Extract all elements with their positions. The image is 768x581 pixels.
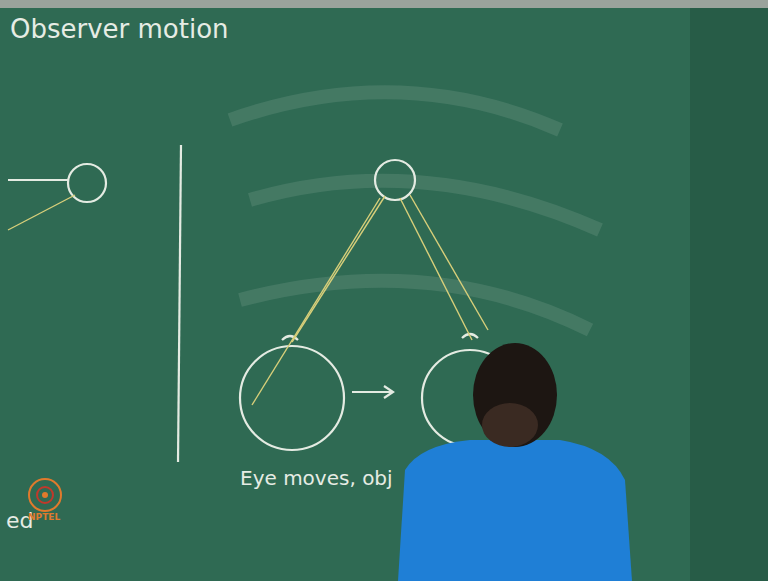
lecturer	[398, 343, 632, 581]
watermark: NPTEL	[28, 512, 60, 522]
chalk-note: Eye moves, obj	[240, 466, 393, 490]
nptel-logo	[29, 479, 61, 511]
board-heading: Observer motion	[10, 14, 229, 44]
